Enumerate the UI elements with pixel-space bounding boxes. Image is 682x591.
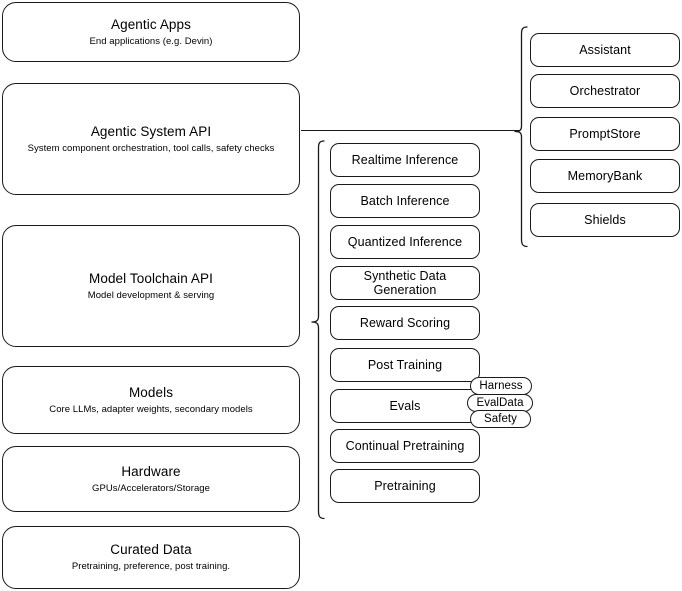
- pill-post-training[interactable]: Post Training: [330, 348, 480, 382]
- layer-subtitle: GPUs/Accelerators/Storage: [92, 482, 210, 494]
- brace-right-group: [514, 26, 528, 248]
- pill-label: Orchestrator: [569, 84, 641, 98]
- pill-realtime-inference[interactable]: Realtime Inference: [330, 143, 480, 177]
- pill-label: Pretraining: [374, 479, 436, 493]
- pill-evals[interactable]: Evals: [330, 389, 480, 423]
- pill-orchestrator[interactable]: Orchestrator: [530, 74, 680, 108]
- mini-pill-label: Safety: [484, 413, 517, 425]
- layer-subtitle: Model development & serving: [87, 289, 215, 301]
- pill-label: PromptStore: [569, 127, 641, 141]
- layer-box-curated-data[interactable]: Curated Data Pretraining, preference, po…: [2, 526, 300, 589]
- layer-subtitle: Pretraining, preference, post training.: [71, 561, 231, 572]
- pill-shields[interactable]: Shields: [530, 203, 680, 237]
- pill-batch-inference[interactable]: Batch Inference: [330, 184, 480, 218]
- pill-continual-pretraining[interactable]: Continual Pretraining: [330, 429, 480, 463]
- pill-quantized-inference[interactable]: Quantized Inference: [330, 225, 480, 259]
- pill-label: Post Training: [367, 358, 443, 372]
- layer-title: Model Toolchain API: [89, 270, 213, 286]
- pill-assistant[interactable]: Assistant: [530, 33, 680, 67]
- pill-label: Shields: [584, 213, 626, 227]
- pill-label: Reward Scoring: [359, 316, 451, 330]
- layer-title: Agentic Apps: [110, 16, 191, 32]
- pill-label: Evals: [389, 399, 421, 413]
- layer-title: Models: [128, 384, 174, 400]
- layer-title: Hardware: [121, 463, 181, 479]
- layer-title: Agentic System API: [90, 123, 212, 139]
- pill-label: MemoryBank: [567, 169, 643, 183]
- layer-subtitle: Core LLMs, adapter weights, secondary mo…: [49, 403, 253, 415]
- pill-memorybank[interactable]: MemoryBank: [530, 159, 680, 193]
- pill-promptstore[interactable]: PromptStore: [530, 117, 680, 151]
- pill-label: Synthetic Data Generation: [363, 269, 447, 297]
- mini-pill-label: EvalData: [476, 397, 524, 409]
- layer-title: Curated Data: [110, 542, 192, 557]
- connector-agentic-system-api-to-right-group: [301, 130, 520, 132]
- layer-subtitle: End applications (e.g. Devin): [89, 35, 213, 47]
- pill-label: Quantized Inference: [347, 235, 463, 249]
- pill-pretraining[interactable]: Pretraining: [330, 469, 480, 503]
- layer-box-models[interactable]: Models Core LLMs, adapter weights, secon…: [2, 366, 300, 434]
- mini-pill-label: Harness: [479, 380, 523, 392]
- pill-label: Batch Inference: [360, 194, 450, 208]
- brace-middle-group: [311, 140, 325, 520]
- pill-reward-scoring[interactable]: Reward Scoring: [330, 306, 480, 340]
- layer-box-model-toolchain-api[interactable]: Model Toolchain API Model development & …: [2, 225, 300, 347]
- pill-label: Assistant: [579, 43, 631, 57]
- mini-pill-harness[interactable]: Harness: [470, 377, 532, 395]
- pill-label: Continual Pretraining: [345, 439, 465, 453]
- layer-box-agentic-system-api[interactable]: Agentic System API System component orch…: [2, 83, 300, 195]
- pill-synthetic-data-generation[interactable]: Synthetic Data Generation: [330, 266, 480, 300]
- mini-pill-safety[interactable]: Safety: [470, 410, 531, 428]
- layer-box-agentic-apps[interactable]: Agentic Apps End applications (e.g. Devi…: [2, 2, 300, 62]
- layer-subtitle: System component orchestration, tool cal…: [27, 142, 275, 154]
- pill-label: Realtime Inference: [351, 153, 459, 167]
- layer-box-hardware[interactable]: Hardware GPUs/Accelerators/Storage: [2, 446, 300, 512]
